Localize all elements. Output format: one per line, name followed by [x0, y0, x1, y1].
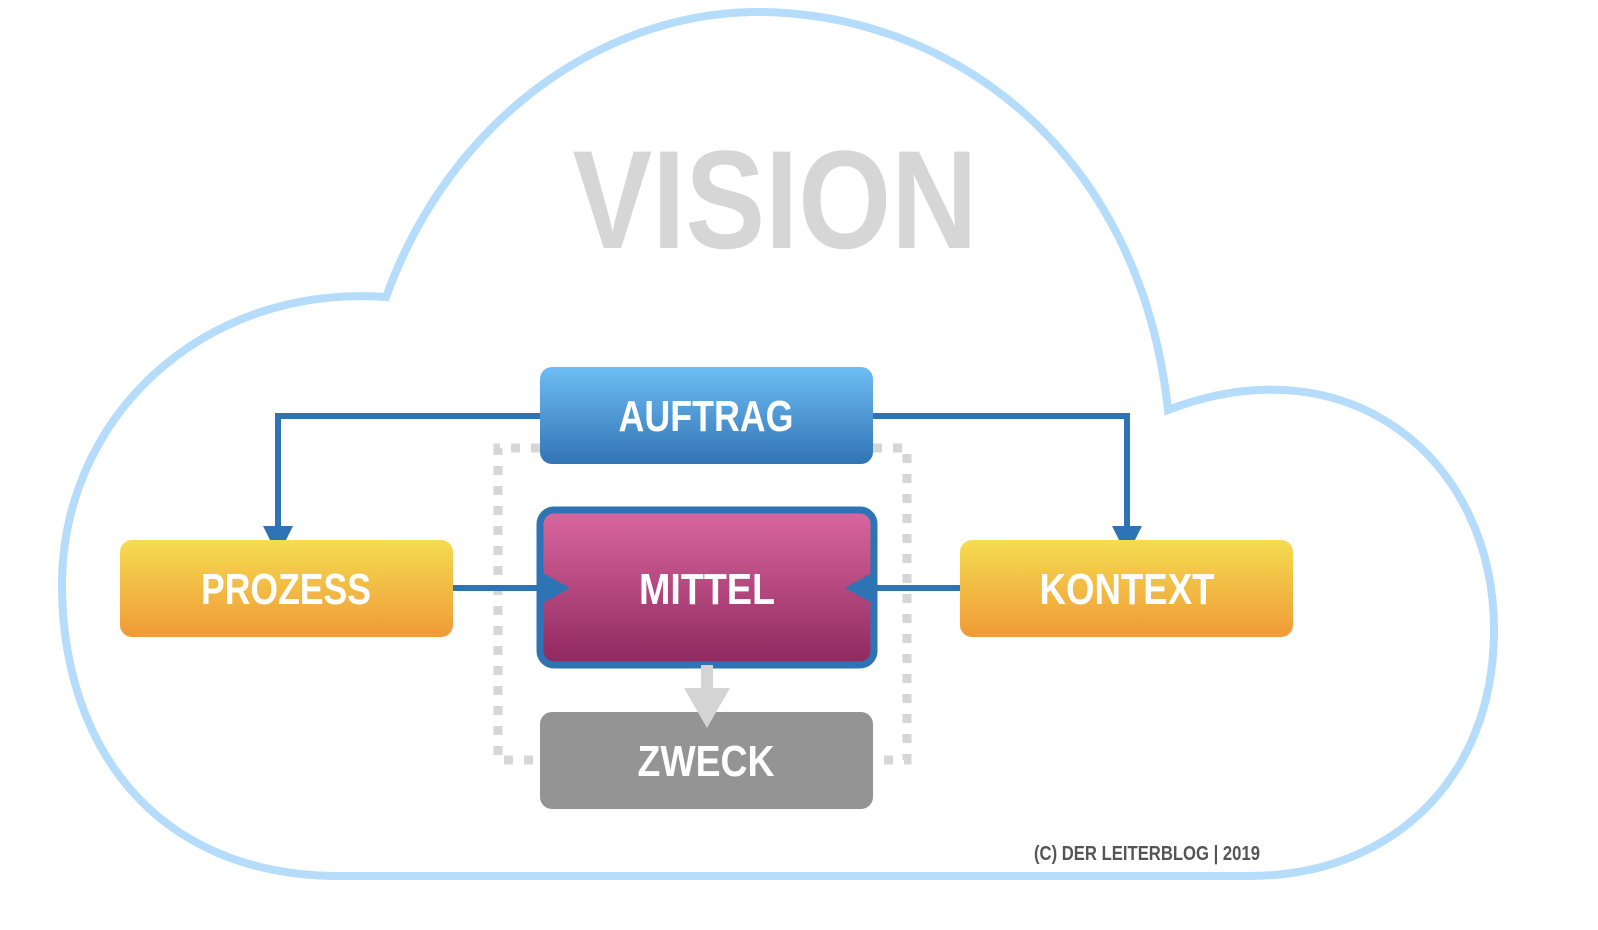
box-kontext-label: KONTEXT — [1040, 565, 1215, 614]
cloud-outline — [57, 7, 1499, 880]
arrowhead-icon — [543, 573, 570, 603]
copyright-text: (C) DER LEITERBLOG | 2019 — [1034, 843, 1260, 865]
box-prozess: PROZESS — [120, 540, 453, 637]
box-prozess-label: PROZESS — [201, 565, 371, 614]
box-zweck-label: ZWECK — [638, 737, 775, 786]
box-kontext: KONTEXT — [960, 540, 1293, 637]
box-zweck: ZWECK — [540, 712, 873, 809]
connectors — [275, 413, 1130, 591]
box-mittel: MITTEL — [536, 506, 878, 669]
arrow-auftrag-prozess — [275, 413, 540, 530]
arrow-auftrag-kontext — [873, 413, 1130, 530]
box-mittel-label: MITTEL — [639, 565, 775, 614]
box-auftrag-label: AUFTRAG — [619, 392, 794, 441]
dotted-group-frame — [493, 443, 912, 765]
box-auftrag: AUFTRAG — [540, 367, 873, 464]
vision-title: VISION — [573, 121, 978, 278]
arrow-mittel-zweck — [684, 665, 730, 728]
arrowhead-icon — [845, 573, 872, 603]
